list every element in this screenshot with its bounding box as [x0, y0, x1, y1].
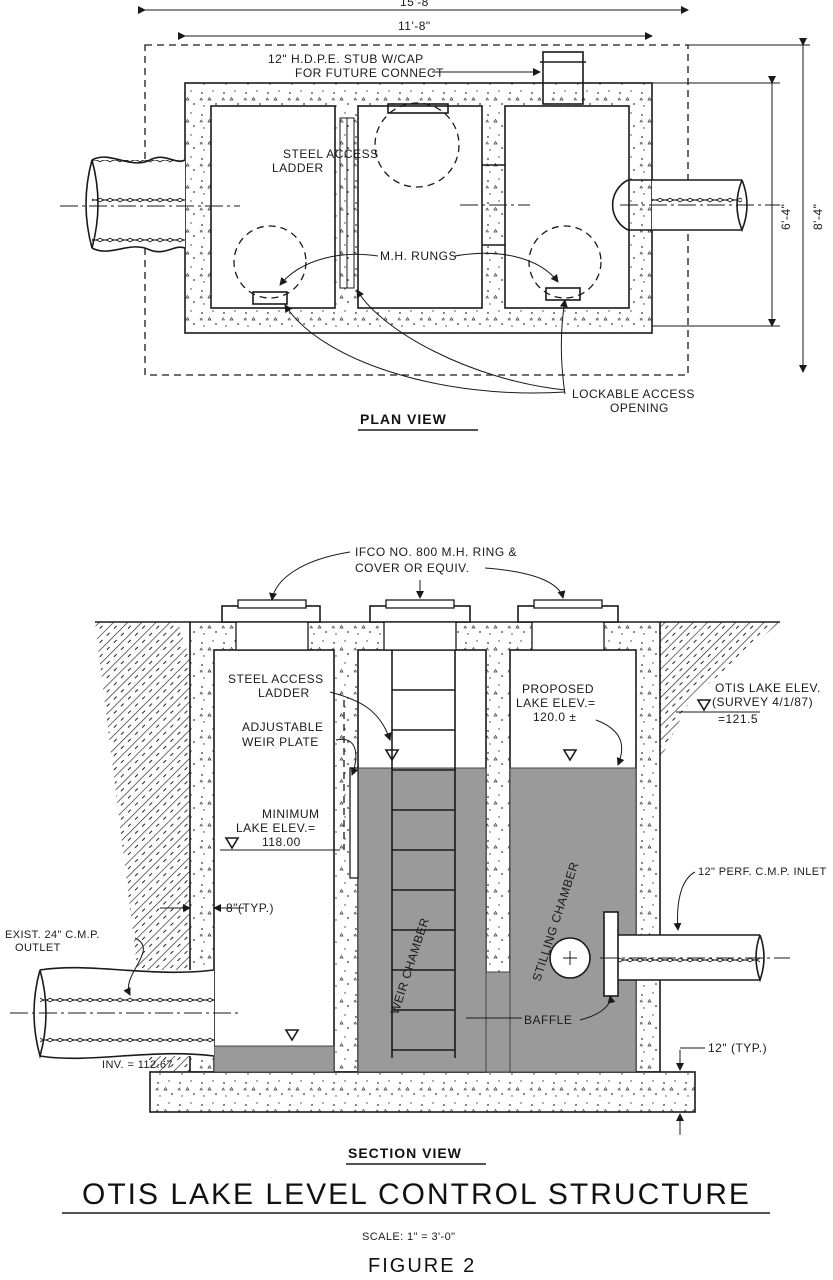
soil-right	[660, 622, 780, 760]
access-label-line2: OPENING	[610, 401, 669, 415]
manhole-circle-2	[233, 225, 307, 299]
invert-label: INV. = 112.67	[102, 1059, 173, 1071]
dim-inner-top: 11'-8"	[398, 19, 431, 33]
stub-note-line2: FOR FUTURE CONNECT	[295, 66, 444, 80]
manhole-circle-3	[528, 225, 602, 299]
section-view: IFCO NO. 800 M.H. RING & COVER OR EQUIV.…	[5, 545, 827, 1165]
baffle-label: BAFFLE	[524, 1013, 572, 1027]
mh-ring-3	[517, 599, 619, 651]
water-level-marker-stilling	[562, 749, 578, 762]
min-lake-line3: 118.00	[262, 835, 301, 849]
plan-view: 15'-8" 11'-8"	[60, 0, 825, 431]
otis-lake-line2: (SURVEY 4/1/87)	[712, 695, 813, 709]
section-ladder-line2: LADDER	[258, 686, 310, 700]
outlet-pipe-plan	[85, 156, 186, 253]
rungs-label: M.H. RUNGS	[380, 249, 457, 263]
weir-opening-water	[485, 971, 511, 1073]
inlet-pipe-plan	[611, 179, 748, 233]
stub-note-line1: 12" H.D.P.E. STUB W/CAP	[268, 52, 424, 66]
figure-label: FIGURE 2	[368, 1255, 476, 1277]
rung-1	[387, 103, 449, 114]
mh-ring-2	[369, 599, 471, 651]
weir-chamber-plan	[357, 105, 483, 309]
weir-label-line2: WEIR PLATE	[242, 735, 319, 749]
water-level-marker-otis	[696, 699, 712, 712]
ladder-section	[391, 650, 456, 1058]
otis-lake-line3: =121.5	[718, 712, 758, 726]
prop-lake-line2: LAKE ELEV.=	[516, 696, 595, 710]
otis-lake-line1: OTIS LAKE ELEV.	[715, 681, 821, 695]
outlet-water	[213, 1045, 335, 1073]
mh-ring-1	[221, 599, 321, 651]
outlet-chamber	[210, 105, 336, 309]
weir-label-line1: ADJUSTABLE	[242, 720, 323, 734]
manhole-circle-1	[374, 102, 460, 188]
water-level-marker-outlet	[284, 1029, 300, 1042]
dim-overall-top: 15'-8"	[400, 0, 434, 9]
outlet-chamber-section	[213, 649, 335, 1073]
dim-right-inner: 6'-4"	[779, 204, 793, 230]
dim-right-outer: 8'-4"	[811, 204, 825, 230]
plan-ladder-line2: LADDER	[272, 161, 324, 175]
drawing-title: OTIS LAKE LEVEL CONTROL STRUCTURE	[82, 1178, 751, 1211]
water-level-marker-weir	[384, 749, 400, 762]
access-label-line1: LOCKABLE ACCESS	[572, 387, 695, 401]
outlet-label-line2: OUTLET	[15, 942, 61, 954]
section-ladder-line1: STEEL ACCESS	[228, 672, 324, 686]
outlet-label-line1: EXIST. 24" C.M.P.	[5, 929, 100, 941]
mh-ring-note-line2: COVER OR EQUIV.	[355, 561, 469, 575]
baffle-plate	[603, 911, 619, 997]
weir-plate	[349, 767, 359, 879]
stilling-chamber-plan	[504, 105, 630, 309]
wall-typ-label: 8"(TYP.)	[226, 901, 274, 915]
plan-ladder-line1: STEEL ACCESS	[283, 147, 379, 161]
min-lake-line1: MINIMUM	[262, 807, 320, 821]
rung-2	[252, 291, 288, 305]
min-lake-line2: LAKE ELEV.=	[236, 821, 315, 835]
inlet-label: 12" PERF. C.M.P. INLET	[698, 866, 827, 878]
mh-ring-note-line1: IFCO NO. 800 M.H. RING &	[355, 545, 517, 559]
hdpe-stub	[542, 51, 584, 105]
prop-lake-line3: 120.0 ±	[533, 710, 576, 724]
prop-lake-line1: PROPOSED	[522, 682, 594, 696]
water-level-marker-min	[224, 837, 240, 850]
plan-view-title: PLAN VIEW	[360, 411, 447, 427]
base-slab	[149, 1071, 696, 1113]
section-view-title: SECTION VIEW	[348, 1145, 462, 1161]
base-typ-label: 12" (TYP.)	[708, 1041, 767, 1055]
weir-water	[357, 767, 487, 1073]
scale-label: SCALE: 1" = 3'-0"	[362, 1231, 455, 1243]
soil-left	[95, 622, 190, 1072]
title-block: OTIS LAKE LEVEL CONTROL STRUCTURE SCALE:…	[62, 1178, 770, 1277]
